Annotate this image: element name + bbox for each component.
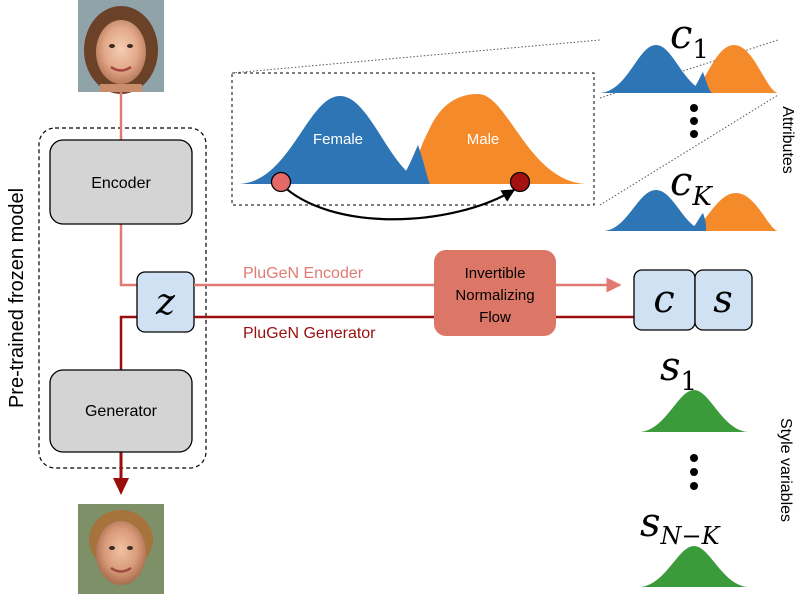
inset-transition-arrow bbox=[280, 183, 516, 221]
attribute-c1-distribution bbox=[600, 45, 778, 93]
c-output-label: c bbox=[653, 277, 674, 321]
normalizing-flow-box bbox=[434, 250, 556, 336]
inset-start-dot bbox=[270, 171, 292, 193]
inset-female-label: Female bbox=[313, 131, 363, 148]
male-face-photo-icon bbox=[78, 504, 164, 594]
style-last-label: sN−K bbox=[640, 500, 722, 550]
flow-label-line1: Invertible bbox=[465, 265, 526, 282]
inset-end-dot bbox=[509, 171, 531, 193]
style-first-label: s1 bbox=[660, 344, 697, 397]
inset-male-label: Male bbox=[467, 131, 500, 148]
encoder-box bbox=[49, 139, 193, 225]
attribute-vertical-ellipsis-icon bbox=[690, 104, 698, 138]
generator-output-arrowhead bbox=[113, 478, 129, 495]
style-sNK-distribution bbox=[640, 546, 748, 587]
attributes-section-label: Attributes bbox=[779, 106, 796, 174]
s-output-label: s bbox=[713, 277, 733, 321]
encoder-to-z-line bbox=[119, 224, 137, 287]
plugen-generator-label: PluGeN Generator bbox=[243, 325, 376, 342]
latent-z-label: z bbox=[155, 282, 176, 323]
plugen-encoder-label: PluGeN Encoder bbox=[243, 265, 364, 282]
attribute-cK-distribution bbox=[604, 190, 778, 231]
style-section-label: Style variables bbox=[777, 418, 794, 522]
flow-label-line2: Normalizing bbox=[455, 287, 534, 304]
attr-first-label: c1 bbox=[670, 12, 709, 65]
encoder-label: Encoder bbox=[91, 175, 151, 192]
style-vertical-ellipsis-icon bbox=[690, 454, 698, 490]
inset-female-distribution bbox=[240, 96, 430, 184]
z-to-generator-line bbox=[119, 315, 137, 370]
zoom-line-top bbox=[231, 39, 601, 74]
female-face-photo-icon bbox=[78, 0, 164, 94]
latent-z-box bbox=[136, 271, 195, 333]
flow-label-line3: Flow bbox=[479, 309, 511, 326]
style-s1-distribution bbox=[640, 390, 748, 432]
inset-male-distribution bbox=[395, 94, 586, 184]
frozen-model-label: Pre-trained frozen model bbox=[6, 188, 28, 408]
s-output-box bbox=[694, 269, 753, 331]
inset-female-overlap bbox=[395, 145, 430, 184]
attr-last-label: cK bbox=[670, 159, 713, 212]
generator-box bbox=[49, 369, 193, 453]
generator-label: Generator bbox=[85, 403, 158, 420]
